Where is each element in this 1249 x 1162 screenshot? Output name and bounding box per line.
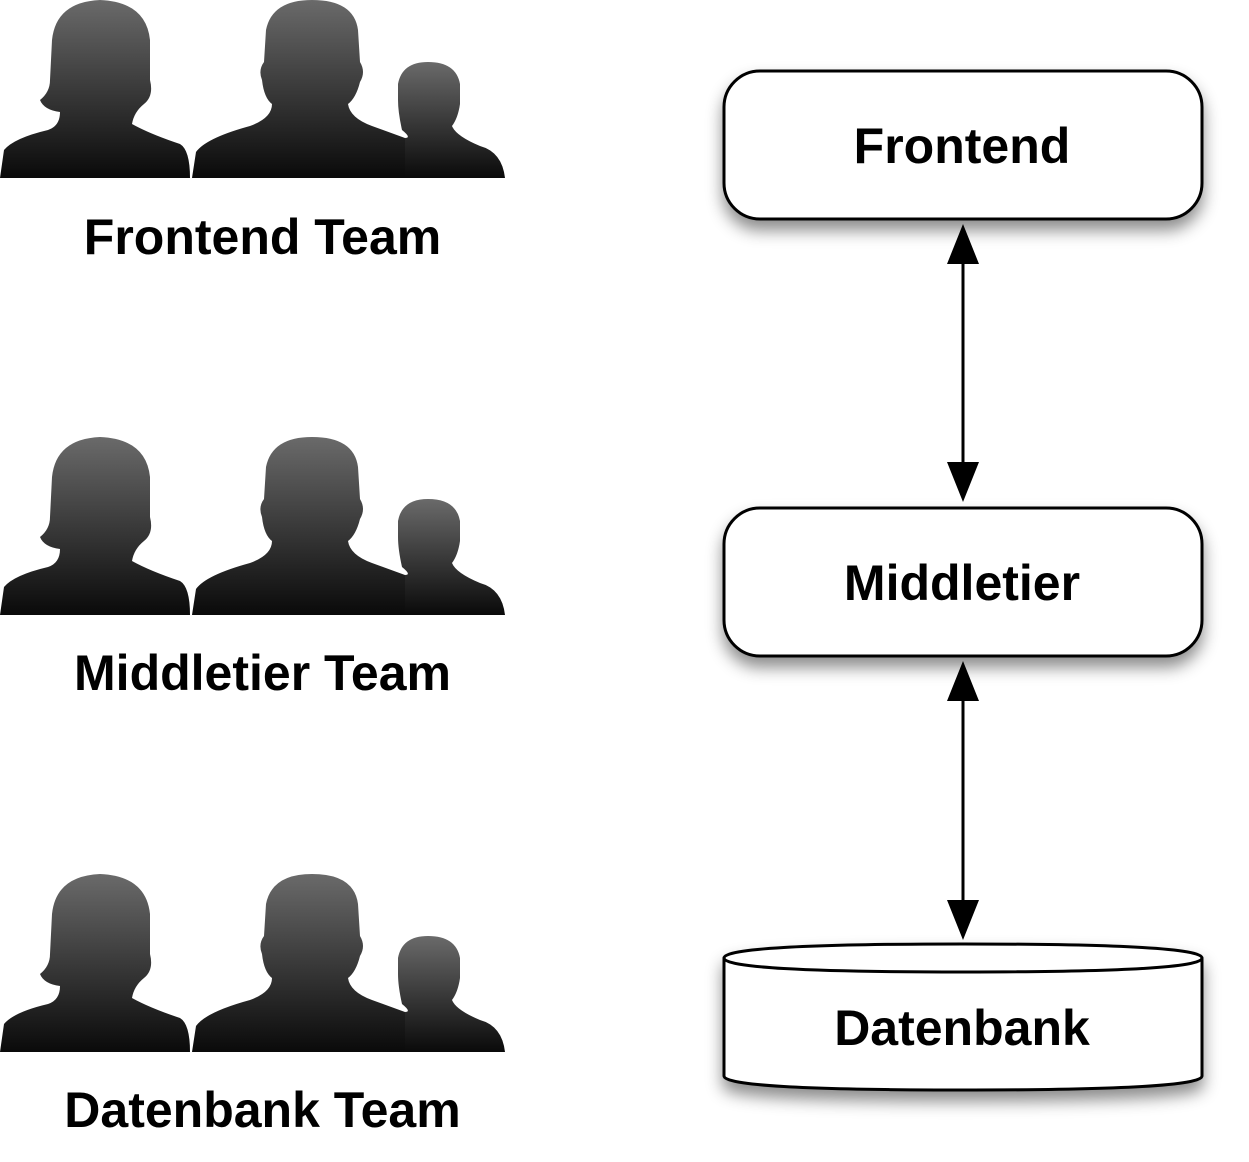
middletier-node: Middletier — [722, 506, 1204, 658]
arrow-middletier-datenbank — [947, 661, 979, 940]
middletier-label: Middletier — [844, 555, 1080, 611]
arrow-frontend-middletier — [947, 224, 979, 502]
middletier-team: Middletier Team — [0, 437, 520, 701]
frontend-node: Frontend — [722, 69, 1204, 221]
team-label: Frontend Team — [83, 209, 442, 265]
datenbank-team: Datenbank Team — [0, 874, 520, 1138]
team-label: Datenbank Team — [64, 1082, 461, 1138]
database-node: Datenbank — [722, 942, 1204, 1092]
team-label: Middletier Team — [74, 645, 451, 701]
database-label: Datenbank — [834, 1000, 1090, 1056]
frontend-team: Frontend Team — [0, 0, 520, 265]
frontend-label: Frontend — [854, 118, 1071, 174]
